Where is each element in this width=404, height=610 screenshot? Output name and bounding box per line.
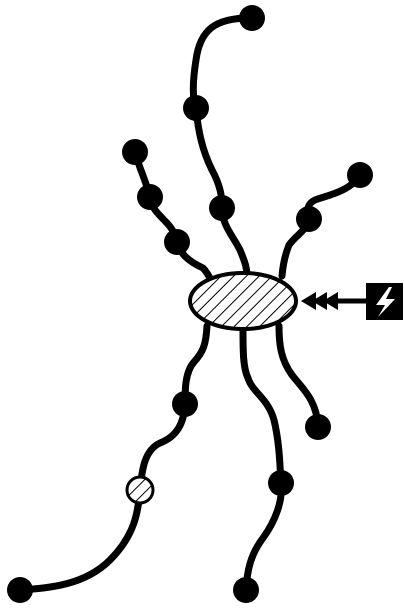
node-top-end (239, 5, 265, 31)
branch-bottom-left (16, 322, 211, 594)
branch-upper-left (131, 148, 216, 286)
branch-top (189, 14, 254, 280)
node-upper-right-end (347, 162, 373, 188)
stimulus-arrow (301, 292, 366, 310)
node-upper-left-end (122, 139, 148, 165)
branch-bottom-middle (239, 326, 285, 594)
node-upper-left-lower (164, 229, 190, 255)
node-bottom-middle-end (233, 577, 259, 603)
node-upper-right-mid (296, 206, 322, 232)
node-bottom-left-hatched (125, 475, 155, 505)
node-bottom-middle-mid (268, 470, 294, 496)
node-bottom-right-end (305, 414, 331, 440)
node-upper-left-mid (137, 184, 163, 210)
node-bottom-left-end (7, 577, 33, 603)
node-top-lower (209, 195, 235, 221)
node-top-mid (183, 95, 209, 121)
node-bottom-left-upper (172, 391, 198, 417)
central-node (188, 271, 298, 331)
lightning-bolt-icon (366, 283, 403, 320)
branch-upper-right (278, 171, 364, 280)
branch-bottom-right (275, 322, 322, 431)
